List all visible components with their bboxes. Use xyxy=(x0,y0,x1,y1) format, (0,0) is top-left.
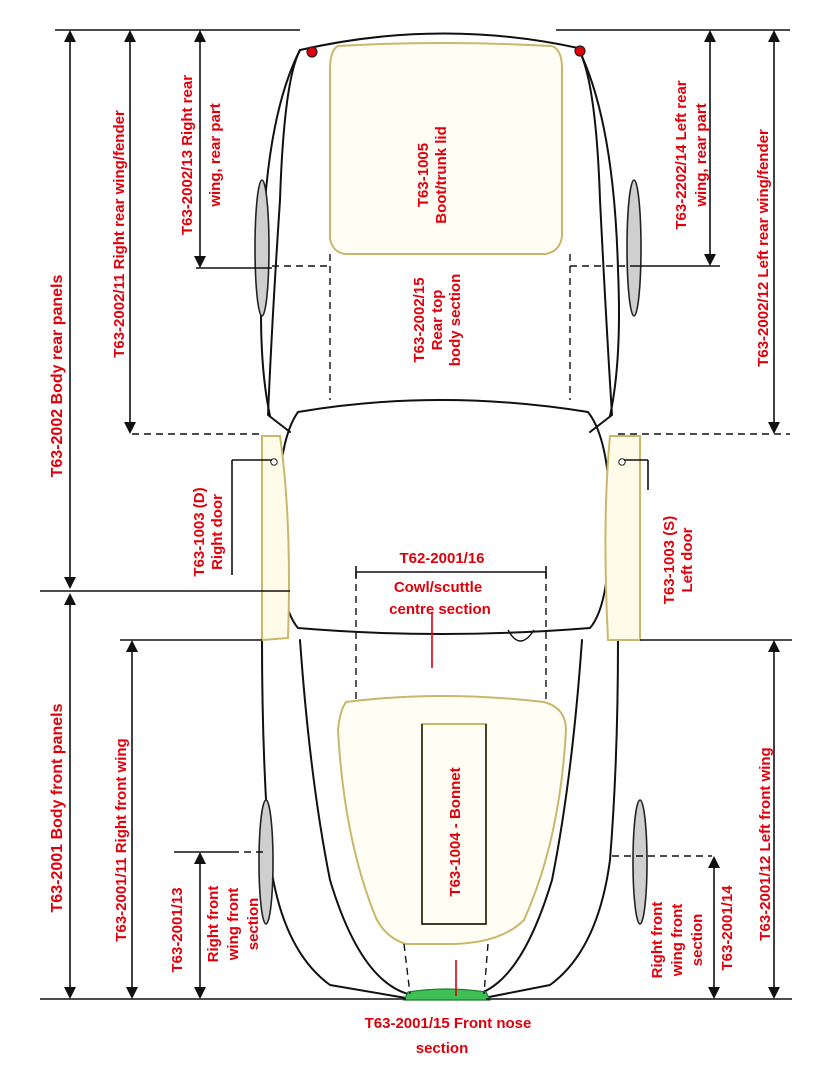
dimension-lines xyxy=(40,29,792,1000)
left-door-handle-icon xyxy=(618,458,626,466)
rear-top-label-line3: body section xyxy=(447,274,464,367)
left-front-wing-section-number-text: T63-2001/14 xyxy=(719,885,736,971)
left-rear-wing-rear-label-line2: wing, rear part xyxy=(693,103,710,207)
left-front-wing-label: T63-2001/12 Left front wing xyxy=(757,747,774,940)
bonnet-label-text: T63-1004 - Bonnet xyxy=(447,767,464,896)
cowl-label-line3: centre section xyxy=(389,601,491,618)
body-front-panels-label-text: T63-2001 Body front panels xyxy=(49,703,66,912)
left-door-panel xyxy=(604,435,641,641)
right-front-wing-section-number-text: T63-2001/13 xyxy=(169,887,186,972)
right-rear-wing-label-text: T63-2002/11 Right rear wing/fender xyxy=(111,110,128,358)
left-rear-wing-label: T63-2002/12 Left rear wing/fender xyxy=(755,129,772,367)
front-nose-label-line2: section xyxy=(416,1040,469,1057)
left-front-wing-section-line3: section xyxy=(689,914,706,967)
body-rear-panels-label: T63-2002 Body rear panels xyxy=(49,275,66,478)
cowl-label-line1: T62-2001/16 xyxy=(399,550,484,567)
left-door-label: T63-1003 (S) Left door xyxy=(661,516,696,604)
right-tail-light-icon xyxy=(306,46,318,58)
left-front-wing-section-line2: wing front xyxy=(669,904,686,977)
boot-lid-label-line1: T63-1005 xyxy=(415,143,432,207)
left-rear-wheel-icon xyxy=(626,179,642,317)
front-nose-panel xyxy=(403,988,491,1001)
right-door-panel xyxy=(261,435,290,642)
left-front-wing-label-text: T63-2001/12 Left front wing xyxy=(757,747,774,940)
left-front-wing-section-line1: Right front xyxy=(649,902,666,979)
left-front-wing-section-number: T63-2001/14 xyxy=(719,885,736,971)
right-rear-wing-rear-label-line1: T63-2002/13 Right rear xyxy=(179,75,196,235)
right-front-wing-label: T63-2001/11 Right front wing xyxy=(113,738,130,941)
right-front-wing-section-number: T63-2001/13 xyxy=(169,887,186,972)
right-front-wing-section-line3: section xyxy=(245,898,262,951)
left-tail-light-icon xyxy=(574,45,586,57)
right-door-label-line1: T63-1003 (D) xyxy=(191,487,208,576)
cowl-label-line2: Cowl/scuttle xyxy=(394,579,482,596)
right-front-wheel-icon xyxy=(258,799,274,925)
rear-top-label: T63-2002/15 Rear top body section xyxy=(411,274,464,367)
left-front-wheel-icon xyxy=(632,799,648,925)
right-door-label: T63-1003 (D) Right door xyxy=(191,487,226,576)
right-front-wing-section-line2: wing front xyxy=(225,888,242,961)
right-rear-wing-label: T63-2002/11 Right rear wing/fender xyxy=(111,110,128,358)
left-rear-wing-label-text: T63-2002/12 Left rear wing/fender xyxy=(755,129,772,367)
right-rear-wing-rear-label: T63-2002/13 Right rear wing, rear part xyxy=(179,75,224,235)
left-rear-wing-rear-label-line1: T63-2202/14 Left rear xyxy=(673,80,690,229)
rear-top-label-line2: Rear top xyxy=(429,290,446,351)
right-door-handle-icon xyxy=(270,458,278,466)
left-rear-wing-rear-label: T63-2202/14 Left rear wing, rear part xyxy=(673,80,710,229)
left-front-wing-section-label: Right front wing front section xyxy=(649,902,706,979)
boot-lid-panel xyxy=(329,42,563,255)
right-front-wing-label-text: T63-2001/11 Right front wing xyxy=(113,738,130,941)
right-rear-wheel-icon xyxy=(254,179,270,317)
bonnet-panel xyxy=(336,695,568,945)
right-front-wing-section-line1: Right front xyxy=(205,886,222,963)
bonnet-label: T63-1004 - Bonnet xyxy=(447,767,464,896)
right-front-wing-section-label: Right front wing front section xyxy=(205,886,262,963)
left-door-label-line2: Left door xyxy=(679,527,696,592)
right-rear-wing-rear-label-line2: wing, rear part xyxy=(207,103,224,207)
boot-lid-label-line2: Boot/trunk lid xyxy=(433,126,450,224)
body-front-panels-label: T63-2001 Body front panels xyxy=(49,703,66,912)
right-door-label-line2: Right door xyxy=(209,494,226,570)
boot-lid-label: T63-1005 Boot/trunk lid xyxy=(415,126,450,224)
body-rear-panels-label-text: T63-2002 Body rear panels xyxy=(49,275,66,478)
left-door-label-line1: T63-1003 (S) xyxy=(661,516,678,604)
rear-top-label-line1: T63-2002/15 xyxy=(411,277,428,362)
front-nose-label-line1: T63-2001/15 Front nose xyxy=(365,1015,532,1032)
section-lines xyxy=(132,254,790,995)
